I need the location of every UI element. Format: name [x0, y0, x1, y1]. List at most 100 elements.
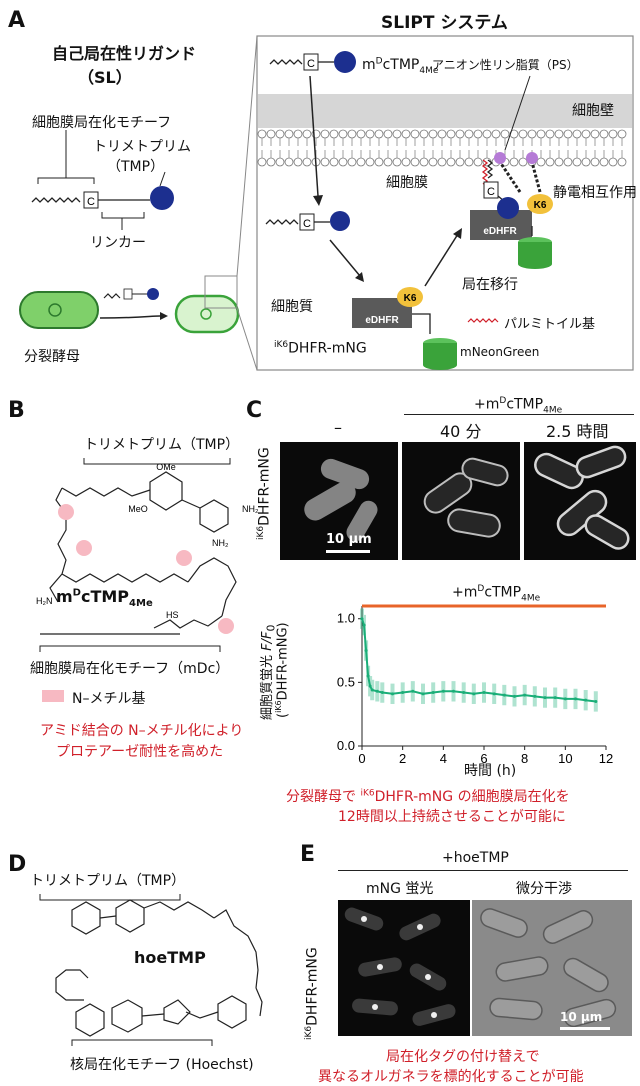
- tmp-abbr-label: （TMP）: [107, 159, 165, 175]
- cell-wall-band: [258, 94, 632, 128]
- data-point: [370, 688, 374, 692]
- e-row-label: iK6DHFR-mNG: [304, 947, 321, 1040]
- c-col-3: 2.5 時間: [546, 422, 609, 441]
- x-tick-label: 4: [440, 751, 447, 766]
- c-summary-1: 分裂酵母で iK6DHFR-mNG の細胞膜局在化を: [286, 788, 570, 805]
- svg-text:eDHFR: eDHFR: [483, 226, 517, 237]
- y-tick-label: 0.5: [337, 674, 355, 689]
- data-point: [574, 697, 577, 701]
- svg-text:C: C: [303, 218, 311, 230]
- data-point: [431, 691, 435, 695]
- b-motif: 細胞膜局在化モチーフ（mDc）: [30, 661, 230, 677]
- chart-x-label: 時間 (h): [464, 763, 517, 779]
- x-tick-label: 6: [480, 751, 487, 766]
- data-point: [441, 689, 445, 693]
- e-treatment: +hoeTMP: [442, 850, 509, 866]
- mneongreen-label: mNeonGreen: [460, 345, 540, 359]
- panel-d-label: D: [8, 852, 27, 877]
- x-tick-label: 12: [599, 751, 613, 766]
- chart-y-label-2: (iK6DHFR-mNG): [274, 622, 291, 718]
- c-col-1: –: [334, 418, 342, 437]
- svg-text:K6: K6: [534, 200, 547, 211]
- data-point: [391, 692, 394, 696]
- y-tick-label: 0.0: [337, 738, 355, 753]
- e-micrograph-mng: [338, 900, 470, 1036]
- data-point: [533, 694, 537, 698]
- b-legend: N–メチル基: [72, 691, 146, 707]
- membrane-label: 細胞膜: [386, 175, 428, 191]
- x-tick-label: 2: [399, 751, 406, 766]
- x-tick-label: 8: [521, 751, 528, 766]
- x-tick-label: 10: [558, 751, 572, 766]
- d-compound: hoeTMP: [134, 948, 206, 967]
- e-summary-1: 局在化タグの付け替えで: [386, 1049, 540, 1065]
- slipt-title: SLIPT システム: [381, 13, 508, 33]
- data-point: [360, 617, 364, 621]
- data-point: [368, 684, 372, 688]
- fusion-name: iK6DHFR-mNG: [274, 340, 367, 357]
- svg-text:C: C: [87, 196, 95, 208]
- data-point: [563, 697, 567, 701]
- y-tick-label: 1.0: [337, 611, 355, 626]
- data-point: [364, 649, 368, 653]
- svg-text:eDHFR: eDHFR: [365, 315, 399, 326]
- data-point: [502, 693, 506, 697]
- ligand-name-top: mDcTMP4Me: [362, 56, 439, 76]
- c-micrograph-40min: [402, 442, 520, 560]
- cell-wall-label: 細胞壁: [572, 103, 614, 119]
- slipt-schematic: C C C eDHFR K6 C: [19, 35, 634, 371]
- c-col-2: 40 分: [440, 422, 482, 441]
- data-point: [362, 623, 366, 627]
- linker-label: リンカー: [90, 235, 146, 251]
- data-point: [380, 691, 384, 695]
- data-point: [472, 692, 476, 696]
- e-col-1: mNG 蛍光: [366, 881, 434, 897]
- data-point: [492, 692, 496, 696]
- sl-abbr: （SL）: [78, 68, 132, 87]
- panel-a-label: A: [8, 8, 26, 33]
- yeast-cell-icon: [19, 291, 99, 329]
- data-point: [401, 691, 405, 695]
- palmitoyl-icon: [481, 159, 489, 185]
- svg-text:C: C: [487, 186, 495, 198]
- data-point: [452, 689, 455, 693]
- b-note-1: アミド結合の N–メチル化により: [40, 723, 244, 739]
- e-col-2: 微分干渉: [516, 881, 572, 897]
- data-point: [523, 693, 527, 697]
- svg-text:K6: K6: [404, 293, 417, 304]
- data-point: [584, 698, 588, 702]
- c-micrograph-control: [280, 442, 398, 560]
- b-note-2: プロテアーゼ耐性を高めた: [56, 744, 224, 760]
- chart-treatment: +mDcTMP4Me: [452, 584, 541, 604]
- ps-label: アニオン性リン脂質（PS）: [432, 58, 579, 72]
- data-point: [421, 692, 425, 696]
- b-compound: mDcTMP4Me: [56, 587, 153, 610]
- data-point: [543, 696, 547, 700]
- series-noise: [360, 608, 598, 712]
- series-line: [361, 618, 596, 703]
- b-tmp-label: トリメトプリム（TMP）: [84, 437, 240, 453]
- c-treatment: +mDcTMP4Me: [474, 396, 563, 416]
- cytoplasm-label: 細胞質: [271, 299, 313, 315]
- x-tick-label: 0: [358, 751, 365, 766]
- c-scale-label: 10 µm: [326, 532, 372, 547]
- svg-text:C: C: [307, 58, 315, 70]
- translocation-label: 局在移行: [462, 277, 518, 293]
- d-motif: 核局在化モチーフ (Hoechst): [70, 1057, 254, 1073]
- c-micrograph-2h5: [524, 442, 636, 560]
- e-micrograph-dic: [472, 900, 632, 1036]
- c-summary-2: 12時間以上持続させることが可能に: [338, 809, 566, 825]
- data-point: [553, 696, 557, 700]
- sl-title: 自己局在性リガンド: [52, 44, 197, 63]
- panel-c-label: C: [246, 398, 263, 423]
- tmp-ball-icon: [150, 186, 174, 210]
- lipid-tail-icon: [31, 197, 81, 203]
- data-point: [462, 691, 466, 695]
- yeast-label: 分裂酵母: [24, 349, 80, 365]
- palmitoyl-label: パルミトイル基: [504, 317, 596, 332]
- panel-e-label: E: [300, 842, 316, 867]
- d-tmp-label: トリメトプリム（TMP）: [30, 873, 186, 889]
- data-point: [594, 699, 598, 703]
- e-scale-label: 10 µm: [560, 1010, 603, 1024]
